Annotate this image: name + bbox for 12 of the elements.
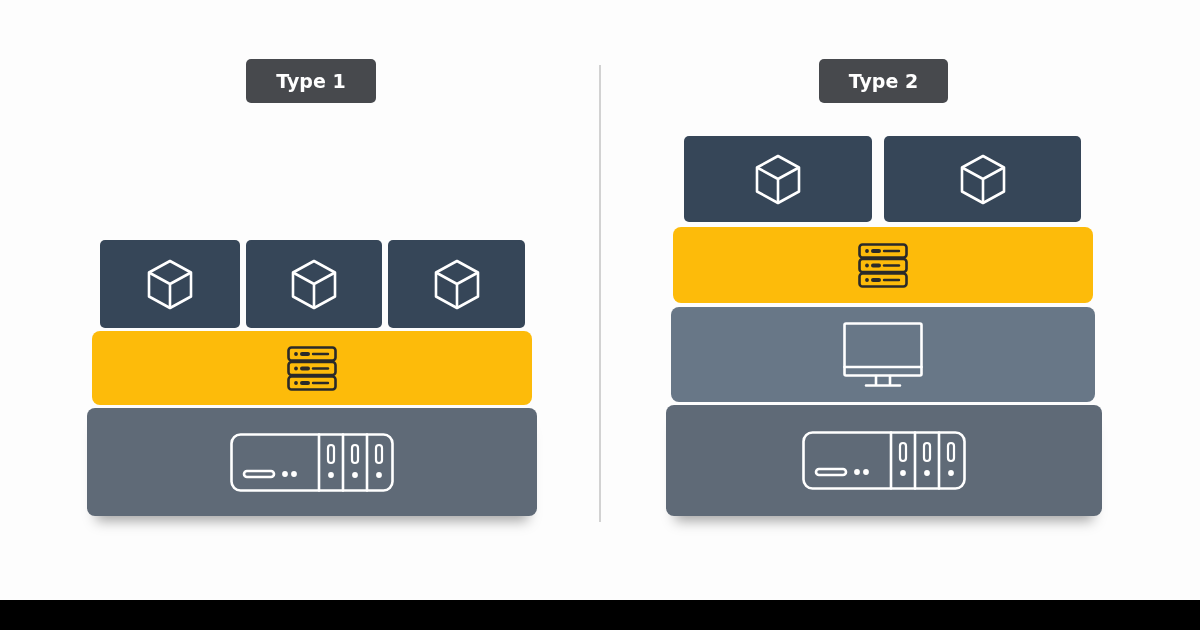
vm-block — [246, 240, 382, 328]
hypervisor-band — [92, 331, 532, 405]
vm-block — [684, 136, 872, 222]
hardware-band — [87, 408, 537, 516]
vm-block — [100, 240, 240, 328]
vm-block — [388, 240, 525, 328]
hardware-band — [666, 405, 1102, 516]
hypervisor-band — [673, 227, 1093, 303]
type-heading: Type 1 — [246, 59, 376, 103]
type-heading: Type 2 — [819, 59, 948, 103]
vm-block — [884, 136, 1081, 222]
host-os-band — [671, 307, 1095, 402]
